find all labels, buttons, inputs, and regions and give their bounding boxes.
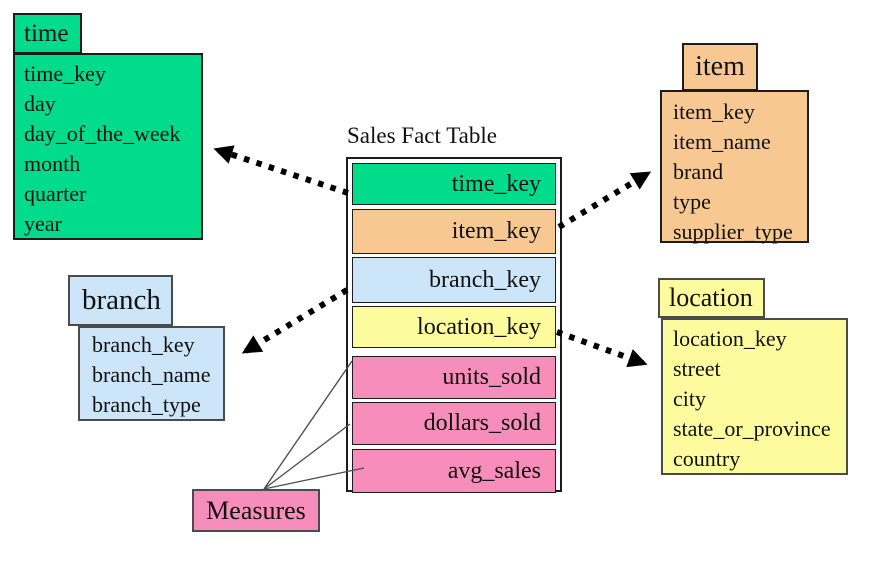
measures-line-units-sold [263,360,353,490]
arrow-location-key-to-location [555,329,648,368]
fact-row-dollars-sold: dollars_sold [352,402,556,445]
fact-row-avg-sales: avg_sales [352,449,556,493]
fact-row-location-key: location_key [352,306,556,348]
table-field: state_or_province [673,416,831,441]
table-field: branch_key [92,332,195,357]
table-field: type [673,189,711,214]
time-table-name: time [24,19,69,47]
item-table-tab: item [682,43,758,91]
fact-row-branch-key: branch_key [352,257,556,303]
branch-table-tab: branch [68,275,173,326]
time-table-tab: time [13,13,82,54]
branch-table-name: branch [82,284,161,316]
arrow-branch-key-to-branch [241,287,349,354]
item-table-body: item_key item_name brand type supplier_t… [660,90,809,244]
location-table-name: location [669,283,753,312]
table-field: month [24,151,81,176]
table-field: day [24,91,56,116]
table-field: item_name [673,129,771,154]
measures-box: Measures [192,489,320,532]
arrow-item-key-to-item [557,171,652,230]
location-table-body: location_key street city state_or_provin… [661,318,848,475]
table-field: supplier_type [673,219,793,244]
table-field: day_of_the_week [24,121,181,146]
fact-row-time-key: time_key [352,163,556,205]
table-field: city [673,386,706,411]
table-field: time_key [24,61,106,86]
time-table-body: time_key day day_of_the_week month quart… [13,53,203,240]
table-field: location_key [673,326,787,351]
item-table-name: item [695,51,745,82]
fact-table: time_key item_key branch_key location_ke… [346,157,562,493]
table-field: country [673,446,741,471]
measures-line-dollars-sold [263,423,351,490]
table-field: quarter [24,181,87,206]
table-field: branch_type [92,392,201,417]
table-field: branch_name [92,362,211,387]
measures-label: Measures [206,495,306,525]
arrow-time-key-to-time [213,145,349,196]
table-field: brand [673,159,724,184]
table-field: year [24,211,62,236]
branch-table-body: branch_key branch_name branch_type [78,326,225,421]
fact-table-title: Sales Fact Table [347,123,497,148]
table-field: street [673,356,721,381]
fact-row-units-sold: units_sold [352,356,556,399]
location-table-tab: location [658,278,765,318]
table-field: item_key [673,99,755,124]
fact-row-item-key: item_key [352,209,556,254]
